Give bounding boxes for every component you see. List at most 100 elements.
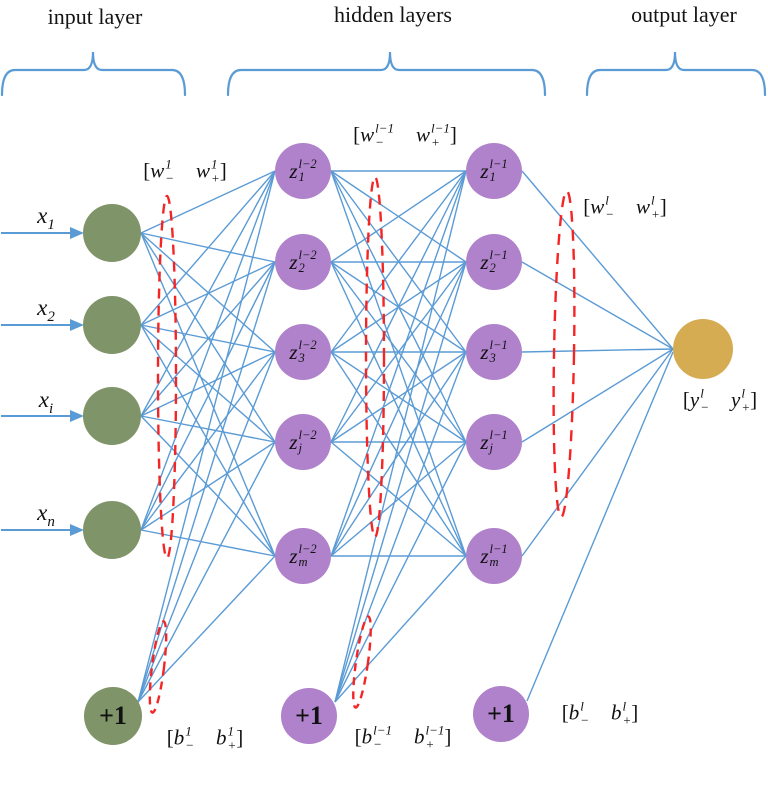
connection-line [137, 351, 276, 703]
connection-line [137, 555, 276, 703]
connection-line [330, 170, 467, 443]
bias-node-label: +1 [295, 701, 323, 730]
close-bracket: ] [444, 724, 452, 749]
output-layer-title: output layer [631, 2, 737, 27]
brace-hidden-layers [226, 51, 547, 97]
connection-line [140, 261, 276, 417]
connection-line [330, 261, 467, 443]
hidden1-bias-node: +1 [281, 688, 337, 744]
input-arrowhead-icon [70, 319, 84, 331]
open-bracket: [ [353, 122, 361, 147]
input-arrowhead-icon [70, 227, 84, 239]
open-bracket: [ [166, 725, 174, 750]
hidden-layers-title: hidden layers [334, 2, 452, 27]
connection-line [140, 170, 276, 531]
close-bracket: ] [659, 194, 667, 219]
connection-line [334, 555, 467, 703]
connection-line [334, 170, 467, 703]
connection-line [330, 170, 467, 557]
connection-line [330, 170, 467, 263]
connection-line [330, 351, 467, 557]
connection-line [330, 261, 467, 557]
input-layer-title: input layer [47, 4, 143, 29]
connection-line [140, 441, 276, 531]
highlight-ellipses [148, 175, 576, 714]
connection-line [330, 351, 467, 443]
connection-line [526, 351, 674, 702]
connection-lines [137, 170, 674, 703]
close-bracket: ] [236, 725, 244, 750]
input-arrows [1, 227, 84, 536]
open-bracket: [ [354, 724, 362, 749]
input-bias-node: +1 [84, 687, 142, 745]
connection-line [330, 170, 467, 353]
connection-line [521, 261, 674, 350]
output-node [673, 319, 733, 379]
input-node-n [83, 501, 141, 559]
connection-line [521, 170, 674, 350]
connection-line [521, 348, 674, 557]
connection-line [140, 529, 276, 557]
connection-line [334, 261, 467, 703]
connection-line [330, 441, 467, 557]
close-bracket: ] [631, 700, 639, 725]
connection-line [521, 348, 674, 353]
brace-output-layer [585, 51, 767, 97]
weight-ellipse-3 [552, 189, 576, 519]
close-bracket: ] [750, 387, 758, 412]
weight-ellipse-1 [156, 194, 178, 560]
input-node-2 [83, 296, 141, 354]
connection-line [140, 170, 276, 417]
bias-node-label: +1 [99, 701, 127, 730]
brace-input-layer [0, 51, 187, 97]
bias-ellipse-2 [352, 615, 372, 709]
connection-line [140, 170, 276, 326]
open-bracket: [ [682, 387, 690, 412]
close-bracket: ] [449, 122, 457, 147]
bias-node-label: +1 [487, 699, 515, 728]
connection-line [521, 348, 674, 443]
close-bracket: ] [219, 158, 227, 183]
hidden2-bias-node: +1 [473, 686, 529, 742]
open-bracket: [ [143, 158, 151, 183]
connection-line [137, 261, 276, 703]
